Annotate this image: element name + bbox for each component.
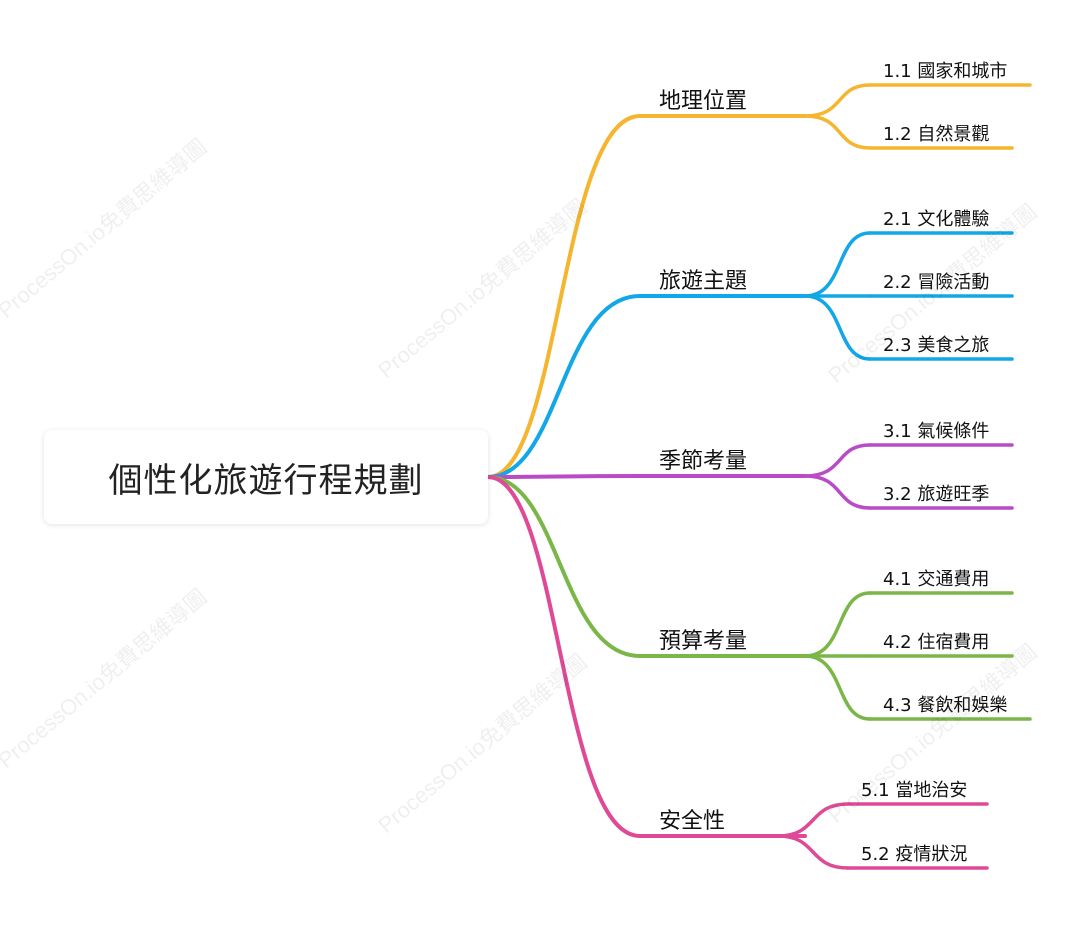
branch-node-3[interactable]: 季節考量 [659, 449, 748, 474]
leaf-node-3-1[interactable]: 3.1 氣候條件 [883, 421, 990, 442]
edge-root-to-branch-3 [486, 474, 642, 479]
branch-node-1[interactable]: 地理位置 [659, 89, 748, 114]
leaf-node-4-2[interactable]: 4.2 住宿費用 [883, 632, 990, 653]
edge-branch-2-to-leaf-3 [803, 294, 872, 361]
leaf-node-2-3[interactable]: 2.3 美食之旅 [883, 335, 990, 356]
edge-root-to-branch-5 [486, 475, 642, 838]
branch-node-2[interactable]: 旅遊主題 [659, 269, 748, 294]
edge-branch-1-to-leaf-2 [803, 114, 872, 150]
leaf-node-2-2[interactable]: 2.2 冒險活動 [883, 272, 990, 293]
edge-root-to-branch-4 [486, 475, 642, 658]
root-node[interactable]: 個性化旅遊行程規劃 [44, 430, 488, 524]
leaf-node-5-2[interactable]: 5.2 疫情狀況 [861, 844, 968, 865]
edge-branch-3-to-leaf-2 [803, 474, 872, 510]
leaf-node-1-1[interactable]: 1.1 國家和城市 [883, 61, 1008, 82]
edge-branch-4-to-leaf-3 [803, 654, 872, 721]
root-node-label: 個性化旅遊行程規劃 [108, 460, 424, 501]
edge-root-to-branch-2 [486, 294, 642, 479]
leaf-node-4-1[interactable]: 4.1 交通費用 [883, 569, 990, 590]
leaf-node-5-1[interactable]: 5.1 當地治安 [861, 780, 968, 801]
branch-node-4[interactable]: 預算考量 [659, 629, 748, 654]
leaf-node-3-2[interactable]: 3.2 旅遊旺季 [883, 484, 990, 505]
leaf-node-1-2[interactable]: 1.2 自然景觀 [883, 124, 990, 145]
edge-branch-4-to-leaf-1 [803, 591, 872, 658]
leaf-node-4-3[interactable]: 4.3 餐飲和娛樂 [883, 695, 1008, 716]
branch-node-5[interactable]: 安全性 [659, 809, 726, 834]
edge-branch-5-to-leaf-1 [776, 802, 850, 838]
edge-branch-2-to-leaf-1 [803, 231, 872, 298]
edge-branch-1-to-leaf-1 [803, 83, 872, 118]
leaf-node-2-1[interactable]: 2.1 文化體驗 [883, 209, 990, 230]
edge-root-to-branch-1 [486, 114, 642, 479]
edge-branch-3-to-leaf-1 [803, 443, 872, 478]
edge-branch-5-to-leaf-2 [776, 834, 850, 870]
